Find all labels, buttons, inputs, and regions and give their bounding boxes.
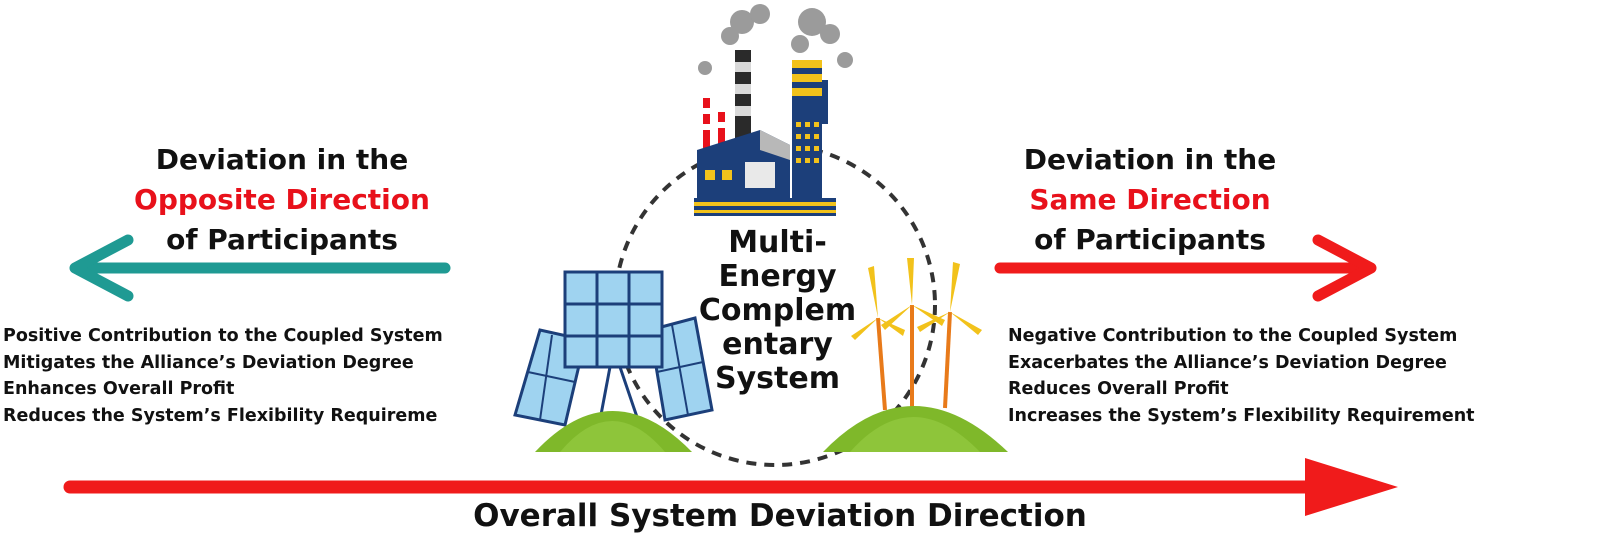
right-effect-item: Increases the System’s Flexibility Requi… [1008,405,1475,426]
center-label-line: Energy [718,259,837,294]
right-hill-highlight [850,417,980,452]
center-system-label: Multi- Energy Complem entary System [690,226,865,396]
left-heading: Deviation in the Opposite Direction of P… [92,140,472,260]
left-heading-line3: of Participants [166,223,398,256]
right-effect-item: Exacerbates the Alliance’s Deviation Deg… [1008,352,1447,373]
bottom-direction-label: Overall System Deviation Direction [473,498,1087,534]
left-effect-item: Positive Contribution to the Coupled Sys… [3,326,443,346]
left-heading-highlight: Opposite Direction [134,183,430,216]
right-heading-line3: of Participants [1034,223,1266,256]
right-effect-item: Negative Contribution to the Coupled Sys… [1008,326,1458,346]
left-hill-highlight [560,421,665,452]
right-arrow [994,234,1377,302]
right-heading-line1: Deviation in the [1023,143,1277,176]
right-heading-highlight: Same Direction [1029,183,1271,216]
center-label-line: entary [722,327,833,362]
left-effect-item: Mitigates the Alliance’s Deviation Degre… [3,352,414,373]
center-label-line: System [715,361,840,396]
left-effects-list: Positive Contribution to the Coupled Sys… [3,323,443,429]
bottom-arrow [63,458,1398,516]
system-boundary-circle [613,143,937,467]
right-effect-item: Reduces Overall Profit [1008,379,1229,399]
wind-turbine-icon [851,258,982,411]
left-arrow [69,234,451,302]
right-heading: Deviation in the Same Direction of Parti… [960,140,1340,260]
center-label-line: Multi- [728,225,827,260]
solar-panel-icon [513,270,714,427]
left-heading-line1: Deviation in the [155,143,409,176]
right-effects-list: Negative Contribution to the Coupled Sys… [1008,323,1475,429]
factory-icon [694,4,853,216]
left-effect-item: Enhances Overall Profit [3,379,235,399]
left-effect-item: Reduces the System’s Flexibility Require… [3,405,438,426]
center-label-line: Complem [698,293,857,328]
